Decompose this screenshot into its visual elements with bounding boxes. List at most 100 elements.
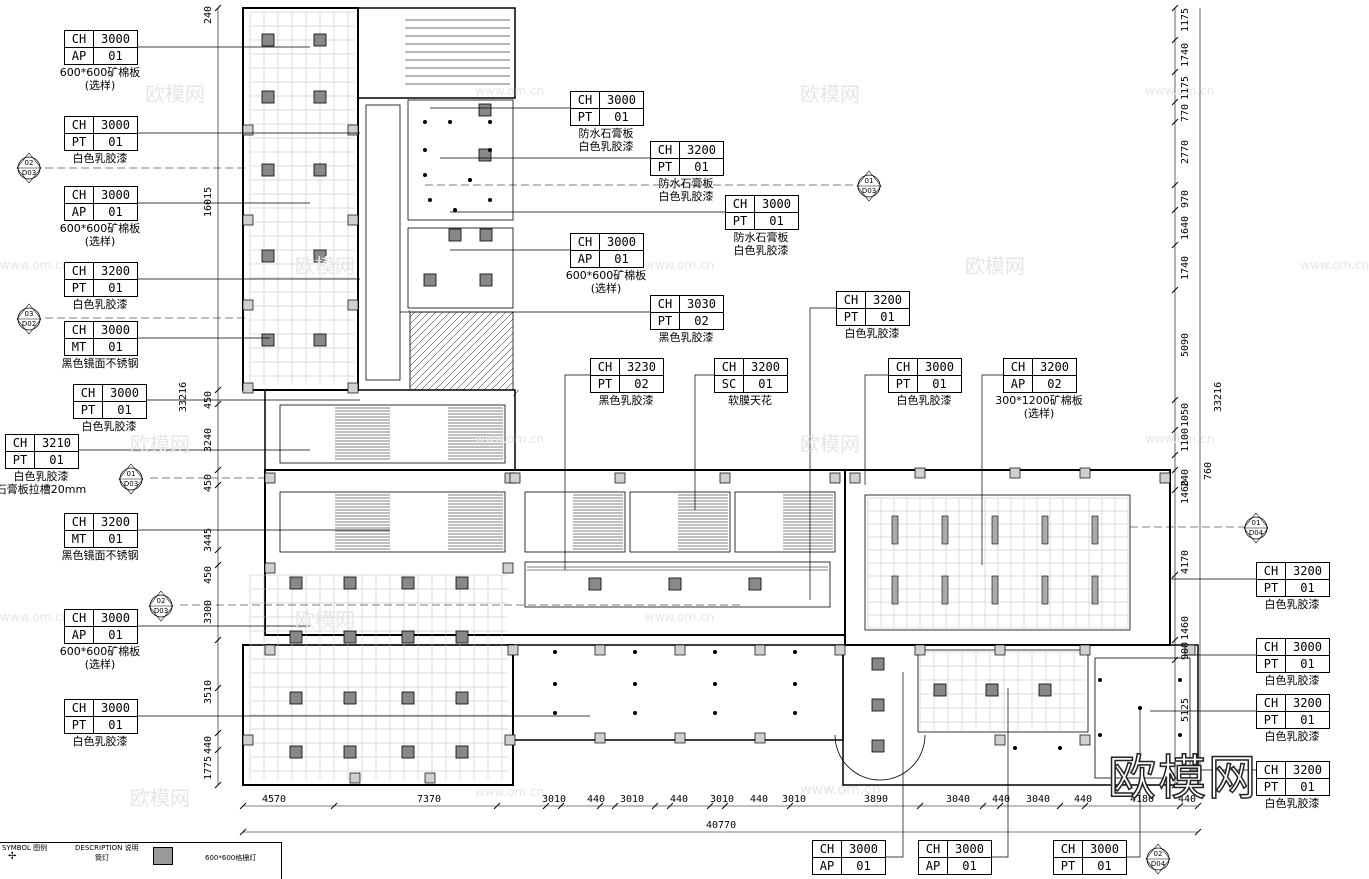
tag-code: PT (1054, 858, 1083, 874)
hatch-line (409, 311, 430, 332)
dim-right: 770 (1180, 103, 1191, 122)
tag-code: CH (1054, 841, 1083, 857)
tag-code: CH (65, 187, 94, 203)
dim-tick (916, 802, 924, 810)
tag-note: 600*600矿棉板 (选样) (59, 66, 141, 92)
legend-downlight-icon: ✢ (8, 851, 17, 862)
dim-left: 240 (203, 5, 214, 24)
downlight (793, 650, 797, 654)
slat-room-2 (279, 491, 506, 553)
watermark: 欧模网 (145, 82, 205, 106)
column (242, 299, 254, 311)
tag-value: 01 (614, 110, 629, 124)
grille-light (588, 577, 602, 591)
tag-note: 300*1200矿棉板 (选样) (995, 394, 1083, 420)
column (504, 734, 516, 746)
hatch-line (409, 311, 444, 346)
tag-note: 黑色镜面不锈钢 (61, 357, 139, 370)
downlight (488, 148, 492, 152)
dim-bottom: 3890 (864, 794, 889, 805)
column (242, 382, 254, 394)
watermark: 欧模网 (800, 432, 860, 456)
grille-light (261, 163, 275, 177)
dim-bottom: 440 (992, 794, 1011, 805)
dim-right: 5090 (1180, 332, 1191, 357)
dim-tick (239, 828, 247, 836)
tag-code: CH (65, 514, 94, 530)
downlight (713, 711, 717, 715)
grille-light (343, 691, 357, 705)
tag-value: 01 (108, 281, 123, 295)
tag-value: 3200 (1040, 360, 1069, 374)
column (914, 467, 926, 479)
downlight (713, 650, 717, 654)
dim-tick (214, 781, 222, 789)
section-sheet: D04 (1150, 860, 1166, 868)
slat-room-3 (524, 491, 626, 553)
watermark: 欧模网 (130, 786, 190, 810)
brand-logo: 欧模网 (1107, 749, 1259, 807)
tag-value: 01 (108, 532, 123, 546)
legend-symbol-header: SYMBOL 图例 (2, 844, 48, 852)
tag-value: 01 (1300, 713, 1315, 727)
tag-value: 01 (769, 214, 784, 228)
tag-code: PT (65, 280, 94, 296)
tag-note: 白色乳胶漆 (1264, 598, 1320, 611)
dim-left: 16015 (203, 186, 214, 217)
dim-tick (1171, 36, 1179, 44)
watermark: www.om.cn (800, 782, 881, 798)
tag-value: 01 (108, 205, 123, 219)
dim-bottom: 440 (587, 794, 606, 805)
downlight (1098, 678, 1102, 682)
dim-left: 450 (203, 473, 214, 492)
tag-note: 白色乳胶漆 (1264, 730, 1320, 743)
tag-note: 软膜天花 (728, 394, 772, 407)
tag-value: 01 (694, 160, 709, 174)
tag-value: 01 (1300, 657, 1315, 671)
grid-south-east (919, 651, 1086, 730)
dim-left: 3240 (203, 427, 214, 452)
grille-light (343, 745, 357, 759)
dim-tick (1081, 802, 1089, 810)
tag-value: 01 (108, 340, 123, 354)
grille-light (261, 249, 275, 263)
tag-value: 3000 (925, 360, 954, 374)
tag-code: CH (65, 117, 94, 133)
tag-code: CH (74, 385, 103, 401)
tag-note: 黑色乳胶漆 (658, 331, 714, 344)
dim-tick (542, 802, 550, 810)
legend-grille-icon (153, 847, 173, 865)
grille-light (748, 577, 762, 591)
tag-value: 3000 (762, 197, 791, 211)
dim-tick (666, 802, 674, 810)
tag-code: MT (65, 531, 94, 547)
tag-row: MT 01 (65, 530, 137, 547)
dim-right: 1175 (1180, 7, 1191, 32)
column (502, 562, 514, 574)
column (594, 732, 606, 744)
tag-code: CH (65, 31, 94, 47)
wall-stair-block (357, 7, 516, 99)
bay-window (834, 734, 926, 781)
dim-bottom: 3040 (946, 794, 971, 805)
dim-tick (557, 802, 565, 810)
grille-light (871, 739, 885, 753)
dim-tick (493, 802, 501, 810)
hatch-line (409, 311, 486, 388)
slat-room-5 (734, 491, 836, 553)
watermark: www.om.cn (475, 84, 545, 98)
dim-right: 1100 (1180, 427, 1191, 452)
